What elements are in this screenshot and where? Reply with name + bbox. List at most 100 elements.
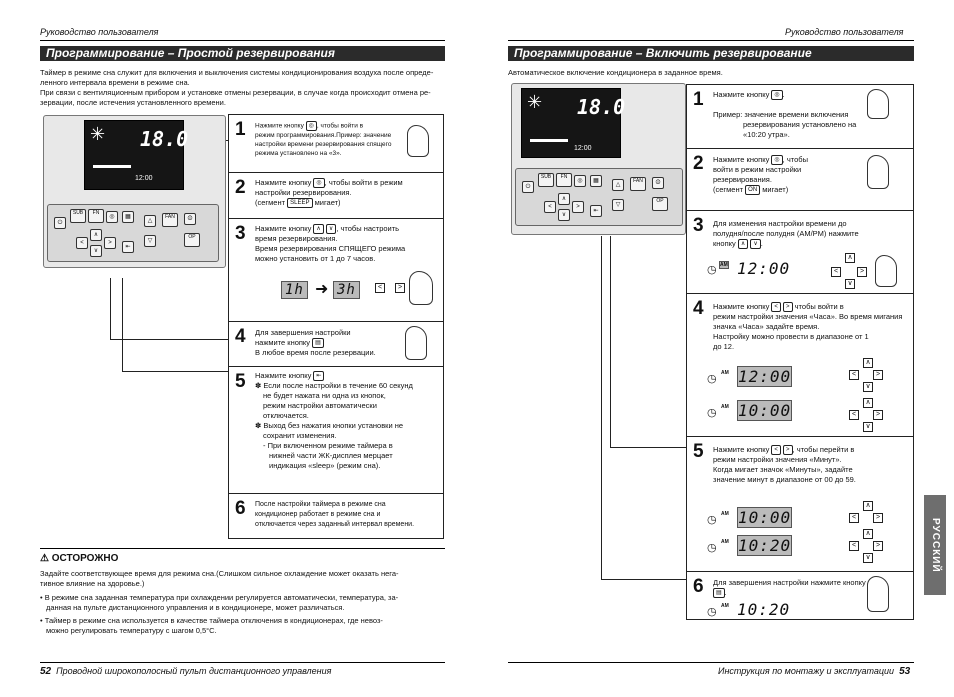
temp-down-icon: ▽ <box>612 199 624 211</box>
clock-icon: ◷ <box>707 542 717 554</box>
step-number: 6 <box>693 576 704 597</box>
onoff-button-icon: ⏼ <box>184 213 196 225</box>
sub-func-button-icon: SUB <box>70 209 86 223</box>
text: отключается через заданный интервал врем… <box>255 521 415 528</box>
steps-box-left: 1 Нажмите кнопку ◎, чтобы войти в режим … <box>228 114 444 539</box>
right-key-icon: > <box>873 513 883 523</box>
text: войти в режим настройки <box>713 165 802 175</box>
right-key-icon: > <box>873 541 883 551</box>
text: отключается. <box>263 411 309 421</box>
step-3: 3 Для изменения настройки времени до пол… <box>687 210 913 293</box>
lcd-display: ✳ 18.0 12:00 <box>521 88 625 158</box>
left-key-icon: < <box>375 283 385 293</box>
power-icon: ⏻ <box>522 181 534 193</box>
finger-press-icon <box>867 155 889 189</box>
text: значение минут в диапазоне от 00 до 59. <box>713 475 856 485</box>
intro-left: Таймер в режиме сна служит для включения… <box>40 68 445 108</box>
timer-key-icon: ◎ <box>313 178 325 189</box>
up-arrow-icon: ∧ <box>558 193 570 205</box>
step-1: 1 Нажмите кнопку ◎, чтобы войти в режим … <box>229 115 443 172</box>
text: ✽ Если после настройки в течение 60 секу… <box>255 381 413 391</box>
up-key-icon: ∧ <box>313 224 324 235</box>
timer-key-icon: ◎ <box>771 90 783 101</box>
lcd-fan-bar <box>93 165 131 168</box>
footer-rule-right <box>508 662 914 663</box>
text: индикация «sleep» (режим сна). <box>269 461 381 471</box>
lcd-clock: 12:00 <box>574 145 592 152</box>
down-key-icon: ∨ <box>845 279 855 289</box>
text: Нажмите кнопку <box>255 178 312 187</box>
section-title-left: Программирование – Простой резервировани… <box>40 46 445 61</box>
finger-press-icon <box>867 576 889 612</box>
page-header-left: Руководство пользователя <box>40 27 159 37</box>
step-number: 4 <box>235 326 246 347</box>
text: настройки времени резервирования спящего <box>255 141 392 148</box>
text: полудня/после полудня (AM/PM) нажмите <box>713 229 859 238</box>
text: (сегмент <box>255 198 286 208</box>
caution-line: тивное влияние на здоровье.) <box>40 579 145 588</box>
snowflake-icon: ✳ <box>527 92 543 112</box>
exit-button-icon: ⇤ <box>122 241 134 253</box>
down-key-icon: ∨ <box>325 224 337 235</box>
down-key-icon: ∨ <box>863 553 873 563</box>
right-key-icon: > <box>873 370 883 380</box>
text: мигает) <box>314 198 341 208</box>
step-2: 2 Нажмите кнопку ◎, чтобы войти в режим … <box>229 172 443 218</box>
func-button-icon: FN <box>88 209 104 223</box>
right-key-icon: > <box>783 302 793 313</box>
time-display: 10:20 <box>737 600 791 619</box>
clock-icon: ◷ <box>707 606 717 618</box>
up-key-icon: ∧ <box>863 358 873 368</box>
remote-controller-image: ✳ 18.0 12:00 ⏻ SUB FN ◎ ▦ ∧ < > ∨ △ ▽ FA… <box>43 115 226 268</box>
step-2: 2 Нажмите кнопку ◎, чтобы войти в режим … <box>687 148 913 210</box>
caution-heading: ⚠ ОСТОРОЖНО <box>40 553 118 564</box>
step-4: 4 Для завершения настройки нажмите кнопк… <box>229 321 443 366</box>
left-key-icon: < <box>771 445 781 456</box>
page-number: 53 <box>899 666 911 677</box>
oper-mode-icon: OP <box>184 233 200 247</box>
am-indicator: AM <box>721 603 729 609</box>
text: Для завершения настройки <box>255 328 351 337</box>
step-5: 5 Нажмите кнопку < >, чтобы перейти в ре… <box>687 436 913 571</box>
footer-text: Инструкция по монтажу и эксплуатации <box>718 666 895 676</box>
text: кнопку <box>713 239 736 248</box>
step-5: 5 Нажмите кнопку ⇤ ✽ Если после настройк… <box>229 366 443 493</box>
text: мигает) <box>762 185 789 195</box>
text: В любое время после резервации. <box>255 348 376 358</box>
text: Нажмите кнопку <box>255 224 312 233</box>
text: Нажмите кнопку <box>713 90 770 99</box>
text: резервирования. <box>713 175 772 185</box>
timer-key-icon: ◎ <box>771 155 783 166</box>
up-key-icon: ∧ <box>863 529 873 539</box>
text: режима установлено на «3». <box>255 150 342 157</box>
step-number: 3 <box>235 223 246 244</box>
clock-icon: ◷ <box>707 407 717 419</box>
timer-key-icon: ◎ <box>305 121 317 131</box>
caution-line: • Таймер в режиме сна используется в кач… <box>40 616 383 625</box>
text: нижней части ЖК-дисплея мерцает <box>269 451 393 461</box>
down-key-icon: ∨ <box>863 422 873 432</box>
am-indicator: AM <box>721 404 729 410</box>
right-key-icon: > <box>783 445 793 456</box>
intro-line: При связи с вентиляционным прибором и ус… <box>40 88 431 97</box>
text: - При включенном режиме таймера в <box>263 441 393 451</box>
footer-text: Проводной широкополосный пульт дистанцио… <box>56 666 332 676</box>
caution-line: данная на пульте дистанционного управлен… <box>46 603 345 612</box>
text: режим настройки значения «Минут». <box>713 455 842 465</box>
text: время резервирования. <box>255 234 338 244</box>
lcd-display: ✳ 18.0 12:00 <box>84 120 188 190</box>
left-arrow-icon: < <box>76 237 88 249</box>
time-display: 12:00 <box>737 366 793 387</box>
step-number: 2 <box>235 177 246 198</box>
header-rule-left <box>40 40 445 41</box>
leader-line <box>610 236 686 448</box>
arrow-right-icon: ➜ <box>315 281 329 298</box>
step-text: Нажмите кнопку ∧ ∨, чтобы настроить врем… <box>255 224 441 264</box>
step-number: 1 <box>235 119 246 140</box>
on-segment-key: ON <box>745 185 761 196</box>
lcd-fan-bar <box>530 139 568 142</box>
step-number: 5 <box>235 371 246 392</box>
down-key-icon: ∨ <box>863 382 873 392</box>
up-arrow-icon: ∧ <box>90 229 102 241</box>
